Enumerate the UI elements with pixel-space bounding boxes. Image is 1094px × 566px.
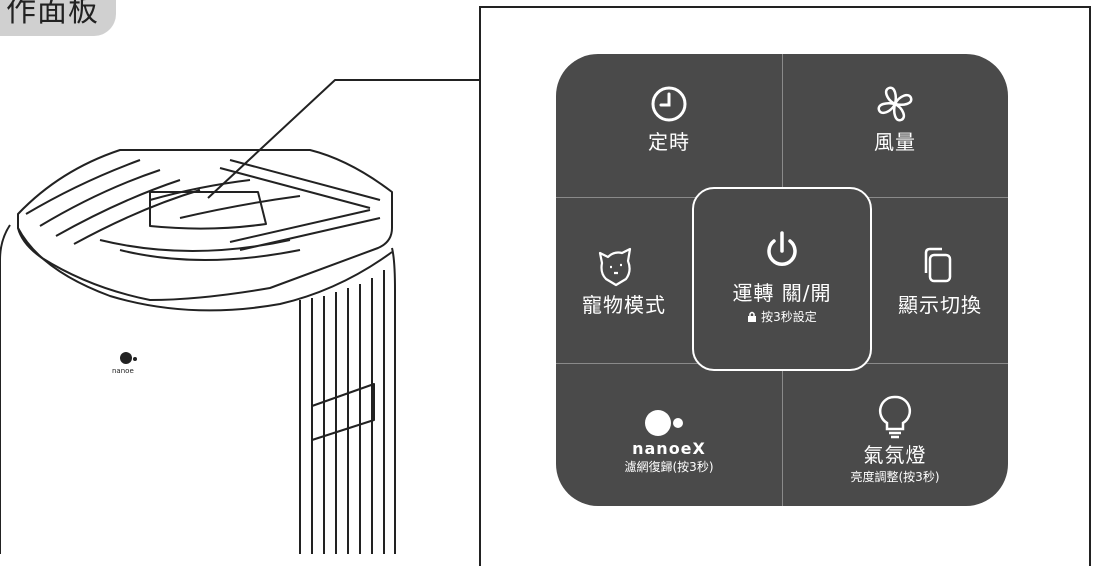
section-title: 作面板 bbox=[6, 0, 99, 29]
display-switch-icon bbox=[924, 247, 952, 283]
control-panel: 定時 風量 寵物模式 顯示切換 bbox=[556, 54, 1008, 506]
purifier-body-shoulder bbox=[17, 227, 393, 312]
fan-speed-button[interactable]: 風量 bbox=[782, 54, 1008, 197]
nanoe-logo-icon bbox=[645, 410, 683, 436]
power-sub: 按3秒設定 bbox=[694, 308, 870, 325]
clock-icon bbox=[651, 86, 687, 122]
fan-icon bbox=[877, 86, 913, 122]
purifier-handle bbox=[311, 383, 375, 441]
purifier-illustration: nanoe bbox=[0, 79, 479, 554]
timer-button[interactable]: 定時 bbox=[556, 54, 782, 197]
nanoe-filter-reset-label: 濾網復歸(按3秒) bbox=[624, 460, 714, 474]
nanoe-logo-body bbox=[120, 352, 137, 364]
display-switch-button[interactable]: 顯示切換 bbox=[872, 197, 1008, 363]
power-button[interactable]: 運轉 關/開 按3秒設定 bbox=[692, 187, 872, 371]
pet-icon bbox=[598, 247, 632, 287]
ambient-light-label: 氣氛燈 bbox=[863, 443, 927, 467]
power-label: 運轉 關/開 bbox=[732, 281, 832, 305]
purifier-vent-grille bbox=[25, 159, 381, 261]
section-title-tab: 作面板 bbox=[0, 0, 116, 36]
ambient-light-button[interactable]: 氣氛燈 亮度調整(按3秒) bbox=[782, 363, 1008, 506]
fan-speed-label: 風量 bbox=[874, 130, 916, 154]
purifier-top-lid bbox=[17, 149, 393, 301]
pet-mode-label: 寵物模式 bbox=[582, 293, 666, 317]
lock-icon bbox=[748, 311, 757, 322]
timer-label: 定時 bbox=[648, 130, 690, 154]
nanoe-filter-reset-button[interactable]: nanoeX 濾網復歸(按3秒) bbox=[556, 363, 782, 506]
ambient-light-sub: 亮度調整(按3秒) bbox=[850, 470, 940, 484]
nanoe-logo-body-text: nanoe bbox=[112, 367, 134, 375]
leader-line bbox=[207, 79, 479, 199]
nanoe-brand: nanoeX bbox=[632, 439, 706, 458]
display-switch-label: 顯示切換 bbox=[898, 293, 982, 317]
power-icon bbox=[767, 231, 797, 266]
pet-mode-button[interactable]: 寵物模式 bbox=[556, 197, 692, 363]
purifier-body bbox=[0, 224, 396, 554]
purifier-lid-panel bbox=[149, 191, 267, 230]
bulb-icon bbox=[878, 395, 912, 439]
power-sub-label: 按3秒設定 bbox=[761, 310, 817, 324]
